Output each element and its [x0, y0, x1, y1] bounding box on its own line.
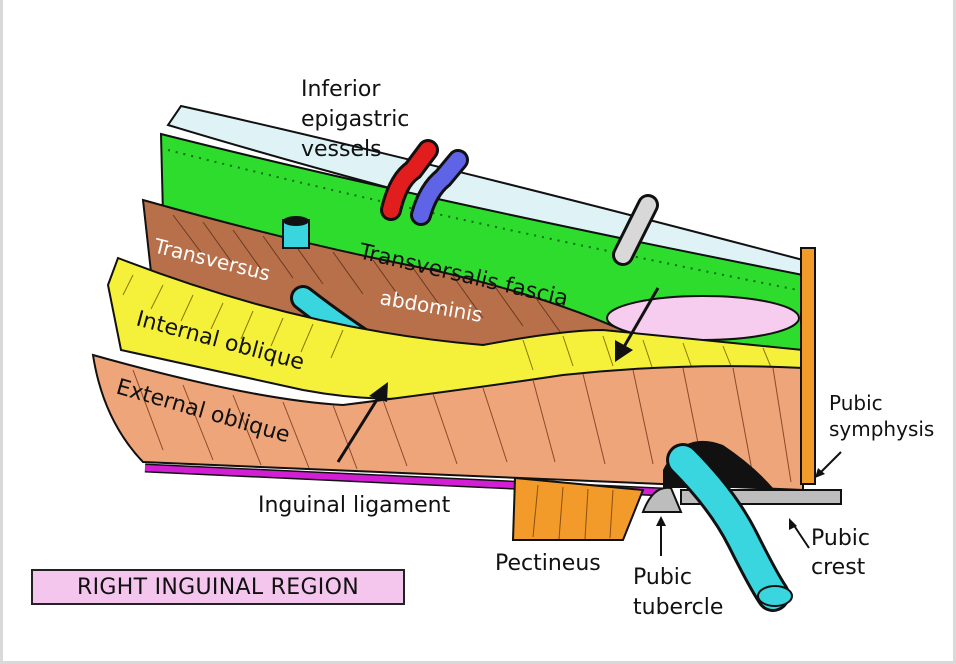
label-pubic-tubercle-2: tubercle: [633, 595, 723, 620]
spermatic-cord-emerging-fill: [669, 446, 787, 609]
label-pubic-crest-2: crest: [811, 555, 866, 580]
cord-end: [757, 585, 793, 607]
arrowhead-deep-ring: [615, 340, 633, 362]
label-inferior-epigastric-3: vessels: [301, 137, 382, 162]
arrowhead-pubic-tubercle: [656, 516, 666, 526]
obliterated-umbilical-artery-fill: [615, 197, 656, 263]
epigastric-artery-fill: [383, 142, 436, 218]
arrowhead-internal-oblique: [369, 382, 388, 402]
external-oblique-layer: [91, 353, 804, 492]
pectineus-muscle: [511, 476, 645, 541]
pubic-symphysis-band: [800, 247, 816, 485]
arrow-internal-oblique: [336, 389, 385, 463]
label-pubic-symphysis-1: Pubic: [829, 391, 883, 415]
label-inferior-epigastric-1: Inferior: [301, 77, 381, 102]
arrow-pubic-symphysis: [818, 451, 842, 475]
label-inguinal-ligament: Inguinal ligament: [258, 493, 451, 518]
arrowhead-pubic-crest: [789, 518, 797, 530]
label-pubic-tubercle-1: Pubic: [633, 565, 692, 590]
cord-stub-top: [283, 216, 309, 226]
label-pubic-crest-1: Pubic: [811, 526, 870, 551]
label-inferior-epigastric-2: epigastric: [301, 107, 409, 132]
arrow-pubic-crest: [792, 523, 810, 549]
region-caption: RIGHT INGUINAL REGION: [31, 569, 405, 605]
arrowhead-pubic-symphysis: [815, 468, 825, 478]
label-pectineus: Pectineus: [495, 551, 601, 576]
pectineus-fibers: [532, 484, 614, 540]
label-pubic-symphysis-2: symphysis: [829, 417, 934, 441]
internal-oblique-fibers: [122, 274, 774, 373]
external-oblique-fibers: [132, 367, 792, 483]
epigastric-vein-fill: [413, 152, 466, 223]
inguinal-diagram: Inferior epigastric vessels Transversali…: [91, 77, 934, 620]
transversus-fibers: [172, 214, 564, 337]
pubic-tubercle-shape: [641, 486, 683, 513]
arrow-deep-ring: [619, 287, 660, 353]
